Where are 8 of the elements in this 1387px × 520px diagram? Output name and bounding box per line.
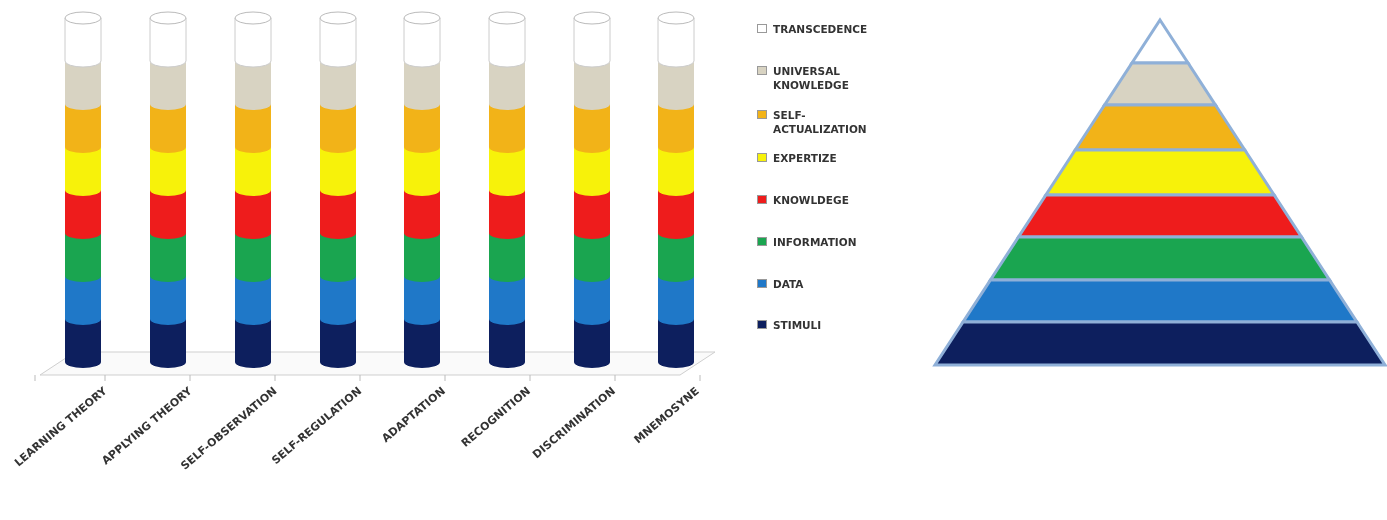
legend-label: UNIVERSAL KNOWLEDGE (773, 64, 850, 92)
legend-label: EXPERTIZE (773, 151, 838, 165)
legend-label: INFORMATION (773, 235, 858, 249)
legend-label: DATA (773, 277, 805, 291)
legend-label: STIMULI (773, 318, 823, 332)
legend-label: KNOWLDEGE (773, 193, 850, 207)
legend-label: TRANSCEDENCE (773, 22, 869, 36)
legend-label: SELF-ACTUALIZATION (773, 108, 868, 136)
